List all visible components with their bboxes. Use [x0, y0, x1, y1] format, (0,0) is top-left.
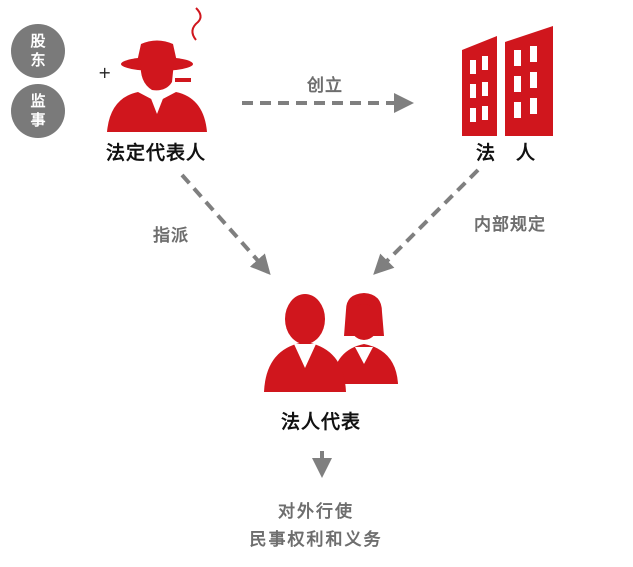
two-people-icon	[264, 293, 398, 392]
shareholder-badge-label: 股东	[30, 32, 46, 69]
arrow-internal-rules	[373, 168, 480, 275]
edge-label-internal-rules: 内部规定	[474, 215, 546, 235]
edge-label-establish: 创立	[307, 76, 343, 96]
plus-sign: +	[98, 63, 112, 82]
supervisor-badge: 监事	[11, 84, 65, 138]
man-in-hat-icon	[107, 7, 207, 132]
supervisor-badge-label: 监事	[30, 92, 46, 129]
edge-label-assign: 指派	[153, 226, 189, 246]
office-buildings-icon	[462, 26, 553, 136]
legal-person-label: 法 人	[476, 142, 537, 164]
representative-label: 法人代表	[281, 411, 362, 433]
result-line-2: 民事权利和义务	[249, 530, 383, 550]
result-line-1: 对外行使	[278, 502, 354, 522]
legal-representative-label: 法定代表人	[106, 142, 207, 164]
shareholder-badge: 股东	[11, 24, 65, 78]
arrow-assign	[180, 173, 271, 275]
